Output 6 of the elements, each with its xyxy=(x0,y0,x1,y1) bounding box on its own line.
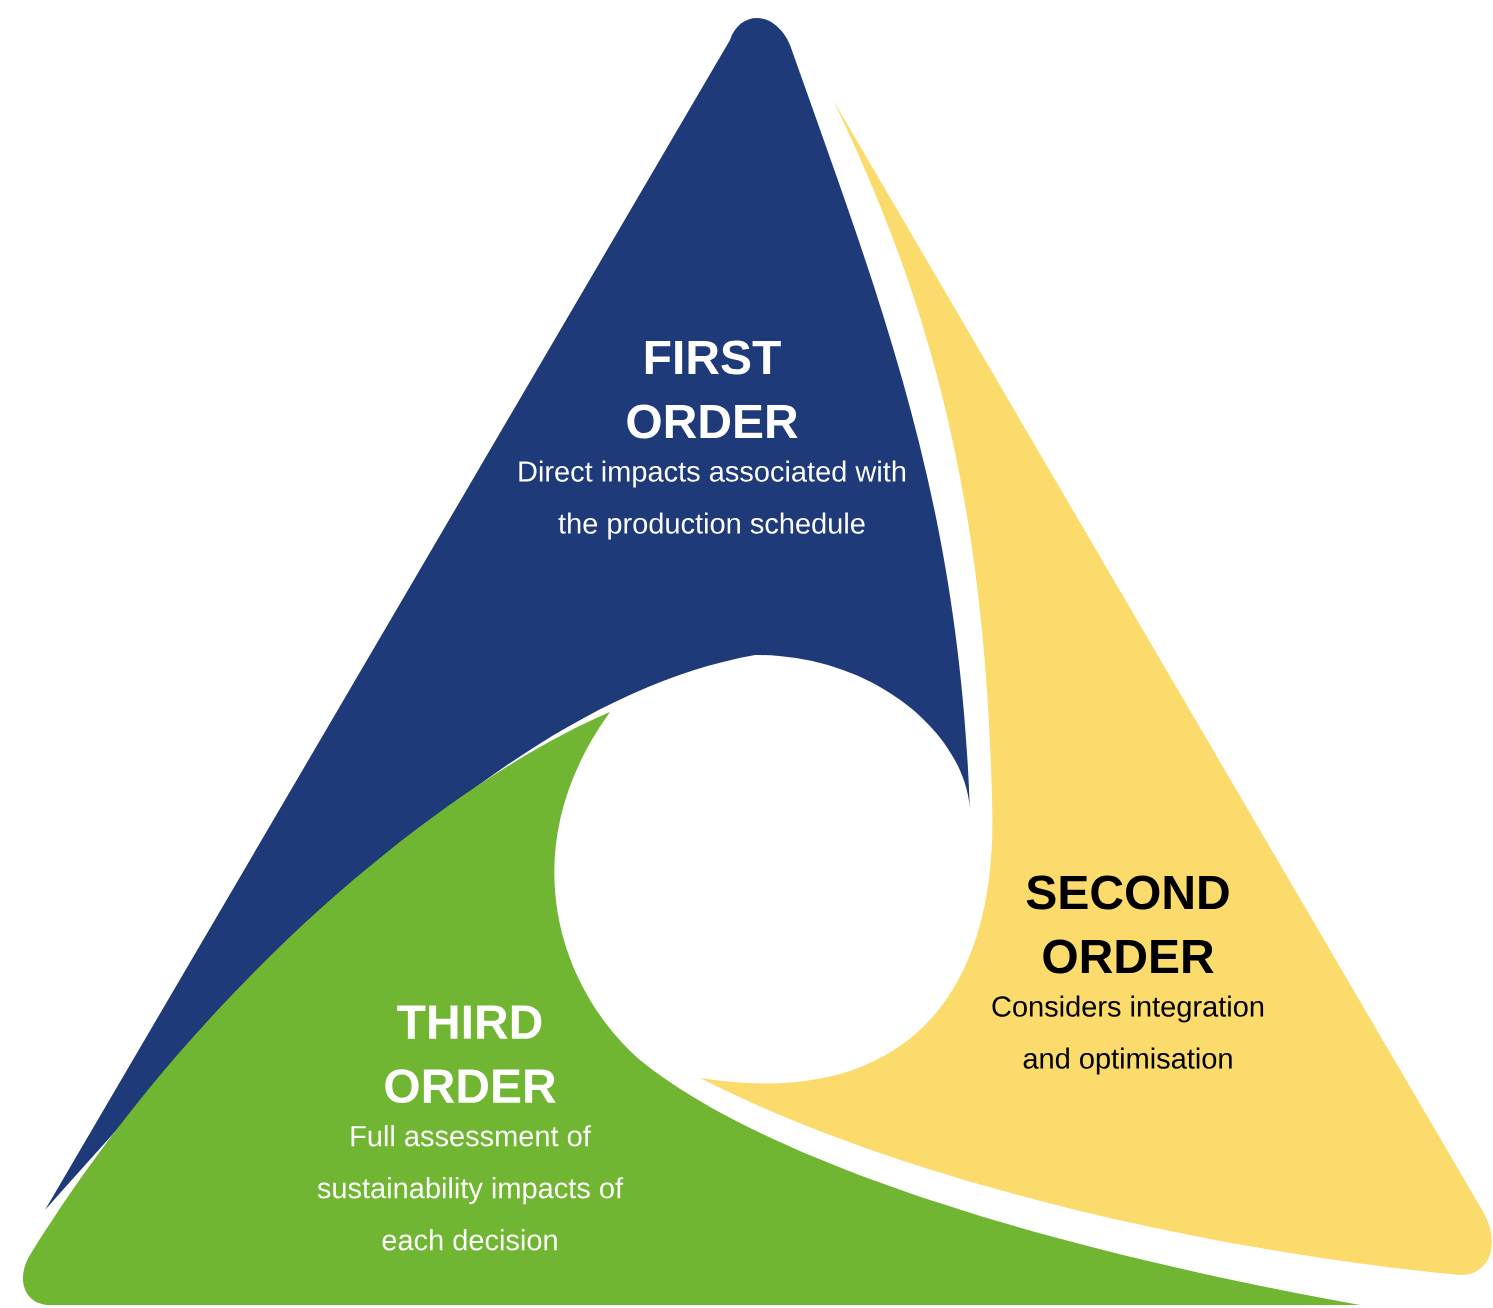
segment-description: Direct impacts associated with the production schedule xyxy=(519,460,906,540)
segment-description: Considers integration and optimisation xyxy=(992,995,1264,1075)
segment-description: Full assessment of sustainability impacts of each decision xyxy=(317,1125,624,1251)
segment-heading: FIRST ORDER xyxy=(627,340,798,439)
segment-heading: SECOND ORDER xyxy=(1026,875,1229,974)
segment-heading: THIRD ORDER xyxy=(385,1005,556,1104)
